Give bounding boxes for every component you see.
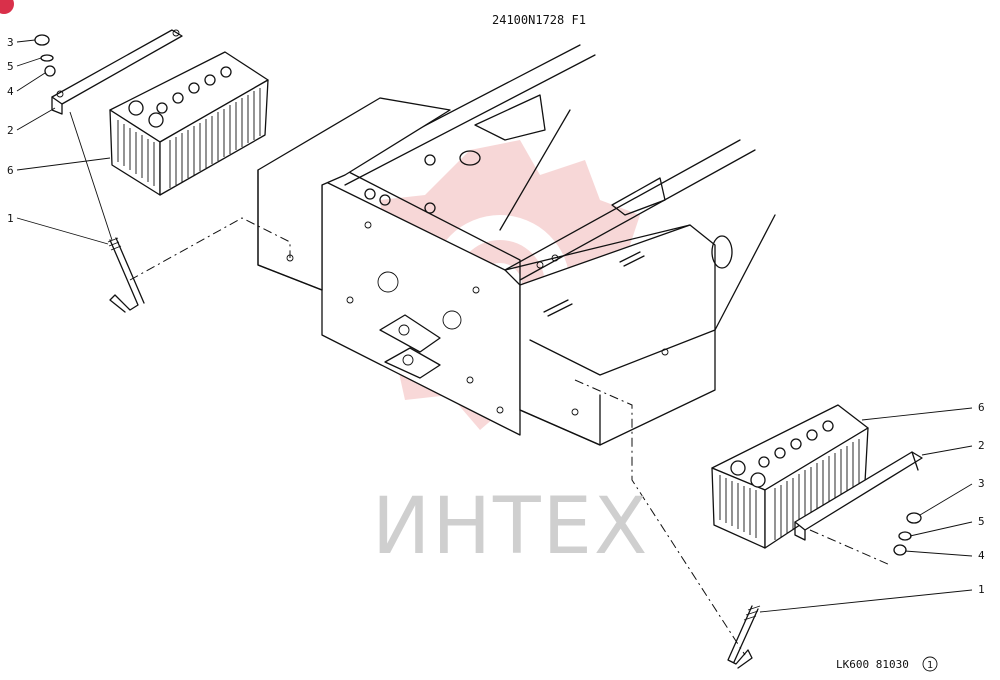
drawing-code: 24100N1728 F1 [492,13,586,27]
clamp-bar-left [51,29,183,115]
callout-left-1: 1 [7,212,14,225]
callouts-right: 6 2 3 5 4 1 [574,379,985,656]
j-bolt-right [727,605,761,669]
callout-right-6: 6 [978,401,985,414]
battery-right [711,404,869,549]
chassis-frame [257,44,776,446]
callout-right-1: 1 [978,583,985,596]
clamp-bar-right [794,451,923,541]
hardware-left [34,34,56,77]
callout-right-4: 4 [978,549,985,562]
callout-right-2: 2 [978,439,985,452]
callout-left-5: 5 [7,60,14,73]
hardware-right [893,512,922,556]
callouts-left: 3 5 4 2 6 1 [7,36,291,281]
callout-left-2: 2 [7,124,14,137]
callout-left-4: 4 [7,85,14,98]
callout-left-6: 6 [7,164,14,177]
callout-right-3: 3 [978,477,985,490]
sheet-mark: 1 [927,660,933,671]
j-bolt-left [107,237,145,313]
battery-left [109,51,269,196]
watermark-text: ИНТЕХ [372,482,649,572]
corner-marker [0,0,14,14]
callout-right-5: 5 [978,515,985,528]
sheet-mark-circle [922,656,938,672]
callout-left-3: 3 [7,36,14,49]
model-reference: LK600 81030 [836,658,909,671]
